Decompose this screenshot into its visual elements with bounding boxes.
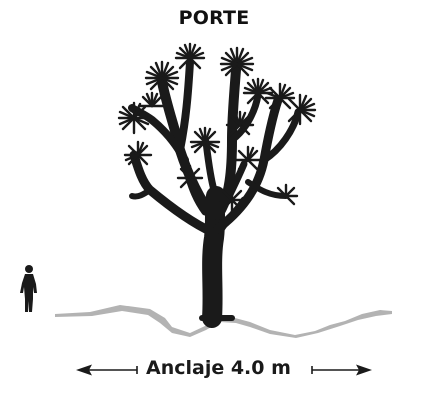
arrow-right-icon	[311, 364, 372, 376]
arrow-left-icon	[76, 364, 138, 376]
person-silhouette-icon	[20, 265, 37, 312]
spread-caption: Anclaje 4.0 m	[0, 355, 428, 385]
ground-profile	[55, 305, 392, 338]
page-title: PORTE	[178, 7, 250, 29]
tree-foliage	[117, 42, 317, 214]
spread-label: Anclaje 4.0 m	[146, 357, 291, 379]
